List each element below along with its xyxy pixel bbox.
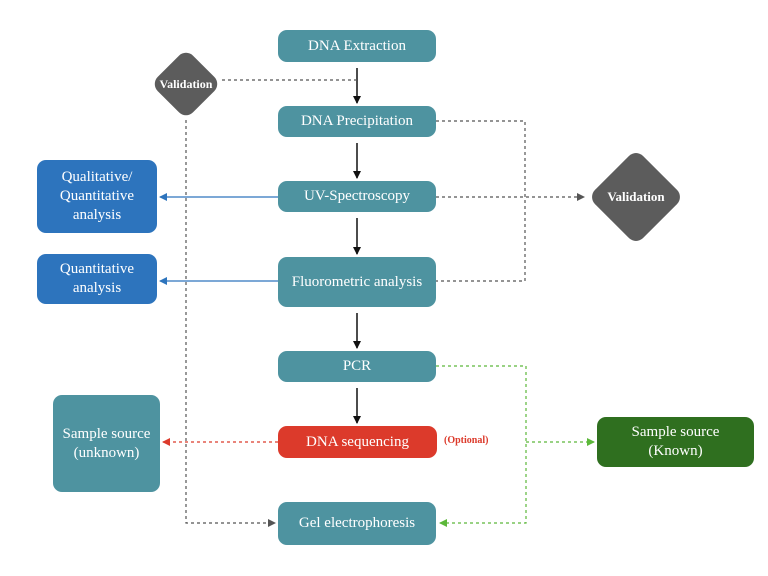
node-fluorometric-analysis: Fluorometric analysis	[278, 257, 436, 307]
node-dna-extraction: DNA Extraction	[278, 30, 436, 62]
node-uv-spectroscopy: UV-Spectroscopy	[278, 181, 436, 212]
node-label: Sample source (unknown)	[62, 425, 151, 461]
link-pcr-to-gel	[436, 365, 527, 527]
node-label: Fluorometric analysis	[291, 273, 423, 290]
node-label: UV-Spectroscopy	[303, 188, 411, 204]
validation-top-label: Validation	[159, 76, 213, 91]
node-label: Gel electrophoresis	[298, 515, 416, 531]
node-sample-source-known: Sample source (Known)	[597, 417, 754, 467]
node-label: Quantitative analysis	[59, 261, 135, 296]
node-gel-electrophoresis: Gel electrophoresis	[278, 502, 436, 545]
link-precipitation-to-validation	[436, 120, 526, 282]
node-label: Qualitative/ Quantitative analysis	[59, 169, 135, 223]
validation-right-label: Validation	[607, 189, 665, 204]
node-dna-precipitation: DNA Precipitation	[278, 106, 436, 137]
node-qual-quant-analysis: Qualitative/ Quantitative analysis	[37, 160, 157, 233]
node-quantitative-analysis: Quantitative analysis	[37, 254, 157, 304]
node-label: Sample source (Known)	[631, 424, 720, 459]
node-dna-sequencing: DNA sequencing	[278, 426, 437, 458]
node-sample-source-unknown: Sample source (unknown)	[53, 395, 160, 492]
node-label: PCR	[342, 358, 372, 374]
node-label: DNA sequencing	[306, 433, 409, 450]
optional-note: (Optional)	[444, 435, 489, 446]
node-pcr: PCR	[278, 351, 436, 382]
node-label: DNA Precipitation	[300, 113, 414, 129]
node-label: DNA Extraction	[308, 37, 406, 54]
link-validation-top-to-gel	[185, 120, 276, 527]
